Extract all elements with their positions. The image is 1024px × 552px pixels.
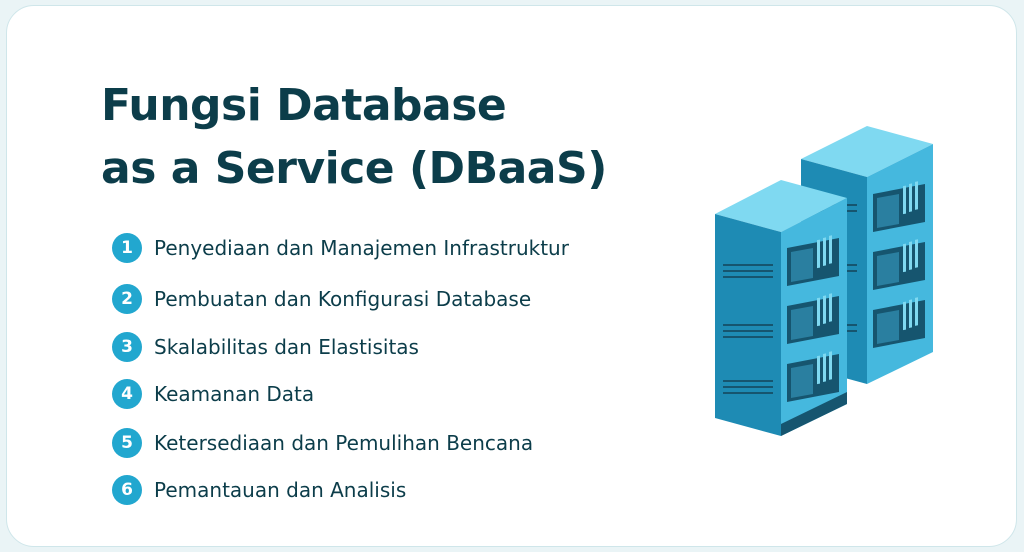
list-item: 6 Pemantauan dan Analisis [112, 475, 406, 505]
number-badge: 3 [112, 332, 142, 362]
item-label: Keamanan Data [154, 382, 315, 406]
title-line-1: Fungsi Database [101, 80, 507, 131]
number-badge: 1 [112, 233, 142, 263]
number-badge: 2 [112, 284, 142, 314]
item-label: Penyediaan dan Manajemen Infrastruktur [154, 236, 569, 260]
list-item: 1 Penyediaan dan Manajemen Infrastruktur [112, 233, 569, 263]
number-badge: 6 [112, 475, 142, 505]
item-label: Skalabilitas dan Elastisitas [154, 335, 419, 359]
infographic-card: Fungsi Database as a Service (DBaaS) 1 P… [6, 5, 1017, 547]
list-item: 5 Ketersediaan dan Pemulihan Bencana [112, 428, 533, 458]
item-label: Ketersediaan dan Pemulihan Bencana [154, 431, 534, 455]
server-front [715, 180, 847, 436]
list-item: 4 Keamanan Data [112, 379, 314, 409]
list-item: 3 Skalabilitas dan Elastisitas [112, 332, 419, 362]
list-item: 2 Pembuatan dan Konfigurasi Database [112, 284, 531, 314]
page-title: Fungsi Database as a Service (DBaaS) [101, 74, 607, 200]
item-label: Pemantauan dan Analisis [154, 478, 407, 502]
title-line-2: as a Service (DBaaS) [101, 143, 607, 194]
number-badge: 4 [112, 379, 142, 409]
server-rack-icon [715, 126, 933, 436]
item-label: Pembuatan dan Konfigurasi Database [154, 287, 532, 311]
number-badge: 5 [112, 428, 142, 458]
